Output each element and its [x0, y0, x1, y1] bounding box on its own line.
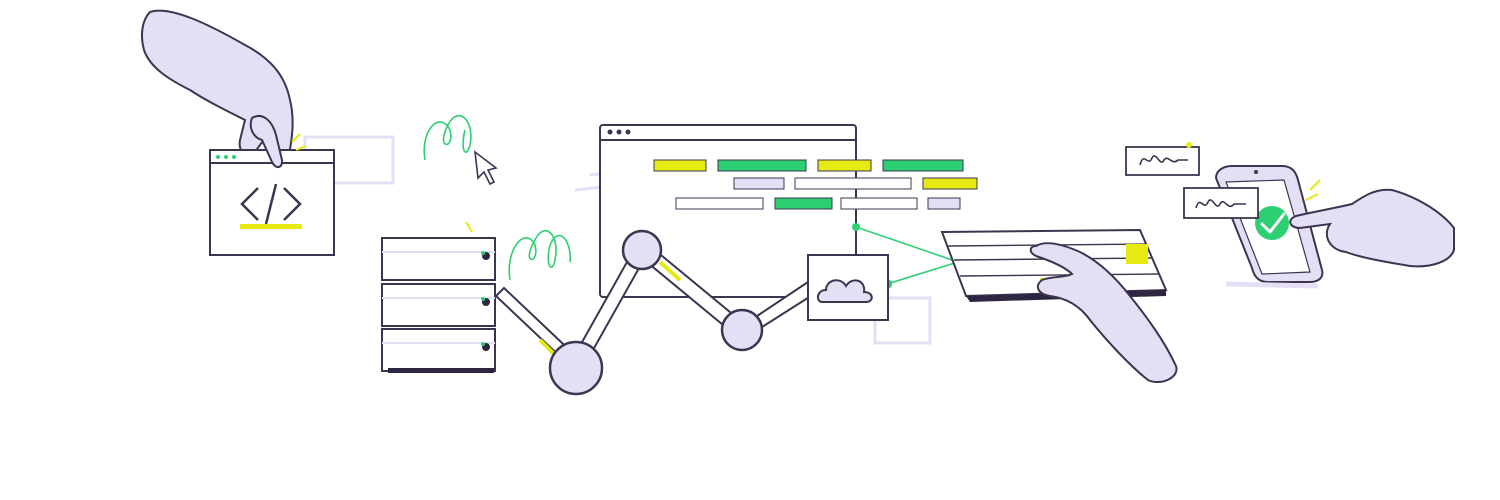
keyboard-key-yellow-1 — [1126, 244, 1148, 264]
server-unit-2 — [381, 283, 496, 327]
rod-highlight-2 — [658, 260, 682, 282]
accent-ticks — [291, 133, 1321, 233]
keyboard-row-3 — [959, 273, 1159, 277]
network-line-2 — [886, 261, 959, 285]
network-line-1 — [855, 226, 959, 263]
server-shadow — [388, 368, 494, 373]
connector-chain — [494, 229, 816, 396]
accent-dot — [1186, 142, 1192, 148]
server-led-glow-2 — [481, 297, 485, 301]
bar-yellow-3 — [922, 177, 978, 190]
browser-window — [599, 124, 978, 298]
bar-green-3 — [774, 197, 833, 210]
code-window-dot-2 — [224, 155, 228, 159]
bar-white-1 — [794, 177, 912, 190]
joint-3 — [720, 308, 764, 352]
bar-yellow-1 — [653, 159, 707, 172]
server-led-glow-3 — [481, 342, 485, 346]
scribble-top — [423, 114, 472, 161]
network-lines — [855, 226, 959, 285]
checkmark-icon — [1260, 212, 1286, 234]
browser-dot-1 — [607, 129, 613, 135]
scribble-middle — [508, 229, 571, 281]
bar-green-1 — [717, 159, 807, 172]
code-brackets-icon — [240, 183, 302, 225]
cloud-icon — [816, 279, 873, 303]
network-node-1 — [852, 223, 860, 231]
cloud-card — [807, 254, 889, 321]
joint-1 — [548, 340, 604, 396]
browser-dot-2 — [616, 129, 622, 135]
bar-yellow-2 — [817, 159, 872, 172]
browser-dot-3 — [625, 129, 631, 135]
keyboard-group — [940, 228, 1178, 384]
accent-tick-3 — [1305, 179, 1321, 201]
mouse-cursor-icon — [473, 150, 498, 186]
keyboard-hand — [1029, 242, 1178, 384]
phone-group — [1125, 146, 1455, 289]
code-window-dot-1 — [216, 155, 220, 159]
server-stack — [381, 237, 496, 373]
server-led-glow-1 — [481, 251, 485, 255]
bar-lavender-1 — [733, 177, 785, 190]
phone-shadow — [1225, 281, 1319, 289]
checkmark-badge — [1255, 206, 1289, 240]
code-window-dot-3 — [232, 155, 236, 159]
bar-white-3 — [840, 197, 918, 210]
server-unit-1 — [381, 237, 496, 281]
accent-tick-2 — [465, 221, 473, 233]
joint-2 — [621, 229, 663, 271]
signature-scribble-icon — [1139, 155, 1188, 166]
scribbles — [423, 114, 571, 281]
bar-green-2 — [882, 159, 964, 172]
bar-lavender-2 — [927, 197, 961, 210]
code-underline — [240, 224, 302, 229]
bar-white-2 — [675, 197, 764, 210]
accent-tick-1 — [291, 133, 307, 151]
server-unit-3 — [381, 328, 496, 372]
signature-scribble-2 — [1195, 199, 1246, 209]
phone-camera — [1254, 170, 1258, 174]
code-window-group — [141, 9, 335, 256]
left-thumb — [249, 115, 284, 168]
phone-hand — [1289, 188, 1455, 268]
